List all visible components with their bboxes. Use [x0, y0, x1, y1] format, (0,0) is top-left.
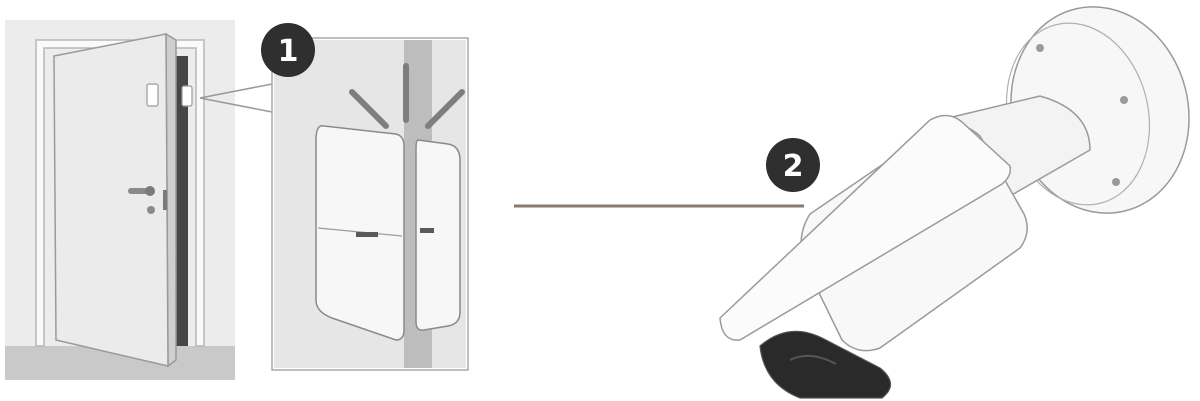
bullet-camera-icon: 2	[719, 6, 1190, 399]
camera-lens	[759, 330, 892, 399]
magnetic-door-sensor-icon	[315, 63, 465, 341]
door-leaf	[53, 33, 169, 367]
door-scene	[5, 20, 273, 380]
callout-number-1: 1	[278, 34, 299, 69]
sensor-magnet-part	[415, 139, 461, 331]
door-frame	[35, 39, 205, 347]
camera-sunshield	[719, 114, 1012, 341]
callout-badge-1: 1	[261, 23, 315, 77]
signal-lines-icon	[349, 63, 465, 129]
mount-screw	[1036, 44, 1044, 52]
door-sensor-magnet	[146, 83, 159, 107]
frame-sensor-body	[181, 85, 193, 107]
callout-number-2: 2	[783, 149, 804, 184]
zoom-leader-line	[199, 83, 273, 113]
sensor-zoom-panel: 1	[261, 23, 469, 371]
door-with-sensor-icon	[53, 32, 193, 368]
callout-badge-2: 2	[766, 138, 820, 192]
door-handle-icon	[128, 186, 167, 214]
